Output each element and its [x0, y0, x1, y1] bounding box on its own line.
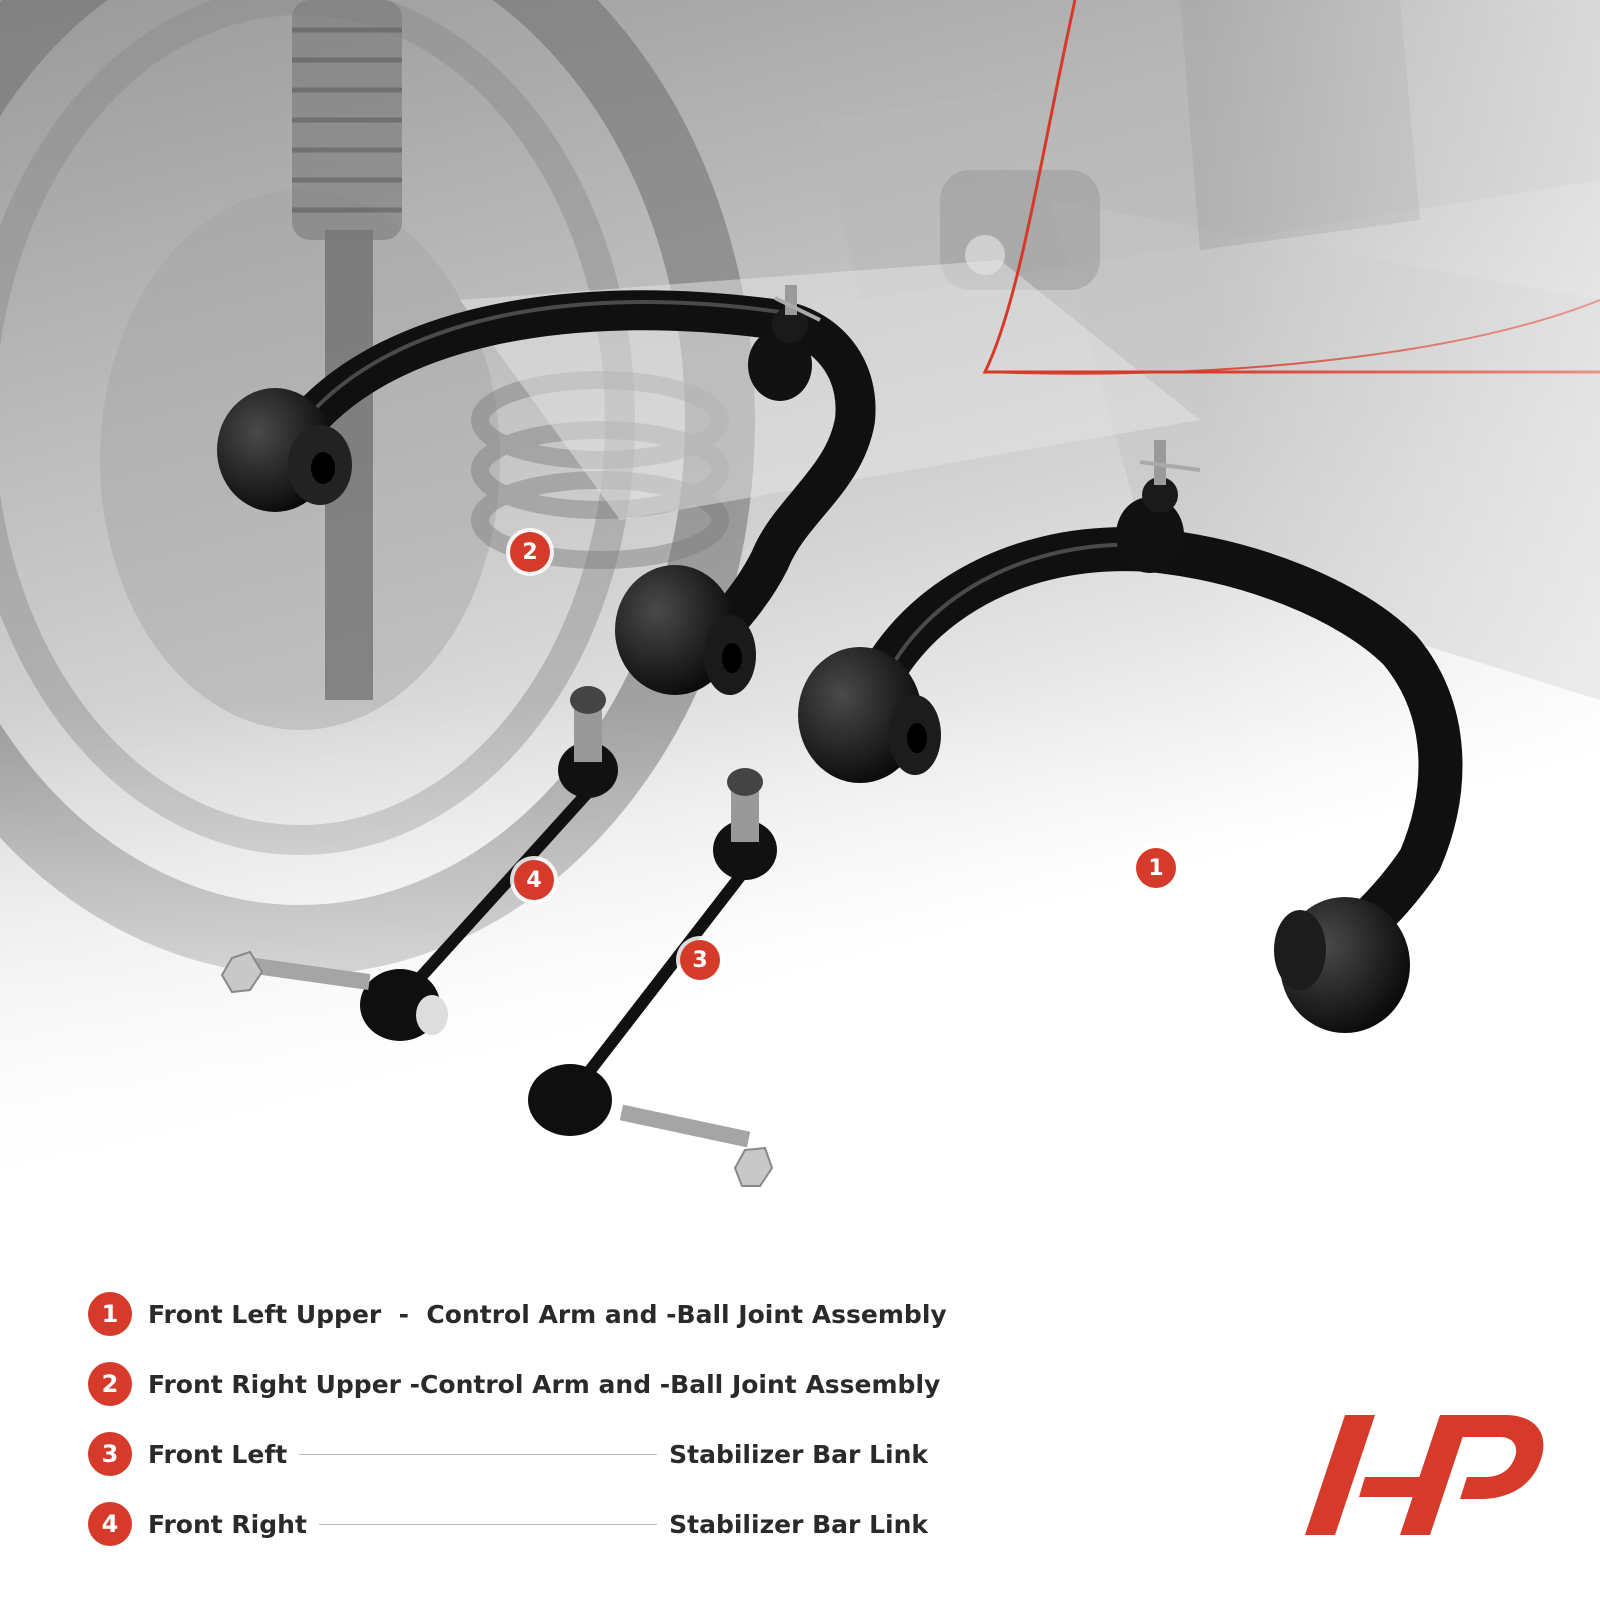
legend-part-name: Stabilizer Bar Link	[669, 1439, 928, 1469]
a-premium-logo	[1305, 1415, 1544, 1535]
control-arm-front-right	[217, 285, 876, 695]
legend-divider	[299, 1453, 658, 1455]
legend-position: Front Right	[148, 1509, 307, 1539]
legend-item-1: 1 Front Left Upper - Control Arm and -Ba…	[88, 1290, 947, 1338]
legend-position: Front Left	[148, 1439, 288, 1469]
legend-item-3: 3 Front Left Stabilizer Bar Link	[88, 1430, 928, 1478]
legend-number: 1	[88, 1292, 132, 1336]
legend-number: 3	[88, 1432, 132, 1476]
stabilizer-link-front-right	[220, 686, 618, 1041]
callout-4: 4	[514, 860, 554, 900]
legend-divider	[318, 1523, 658, 1525]
legend-number: 2	[88, 1362, 132, 1406]
parts-legend: 1 Front Left Upper - Control Arm and -Ba…	[88, 1290, 947, 1570]
legend-number: 4	[88, 1502, 132, 1546]
legend-label: Front Right Upper -Control Arm and -Ball…	[148, 1369, 941, 1399]
legend-label: Front Left Upper - Control Arm and -Ball…	[148, 1299, 947, 1329]
control-arm-front-left	[798, 440, 1463, 1033]
stabilizer-link-front-left	[528, 768, 777, 1187]
legend-item-4: 4 Front Right Stabilizer Bar Link	[88, 1500, 928, 1548]
legend-item-2: 2 Front Right Upper -Control Arm and -Ba…	[88, 1360, 941, 1408]
legend-part-name: Stabilizer Bar Link	[669, 1509, 928, 1539]
callout-3: 3	[680, 940, 720, 980]
callout-2: 2	[510, 532, 550, 572]
callout-1: 1	[1136, 848, 1176, 888]
